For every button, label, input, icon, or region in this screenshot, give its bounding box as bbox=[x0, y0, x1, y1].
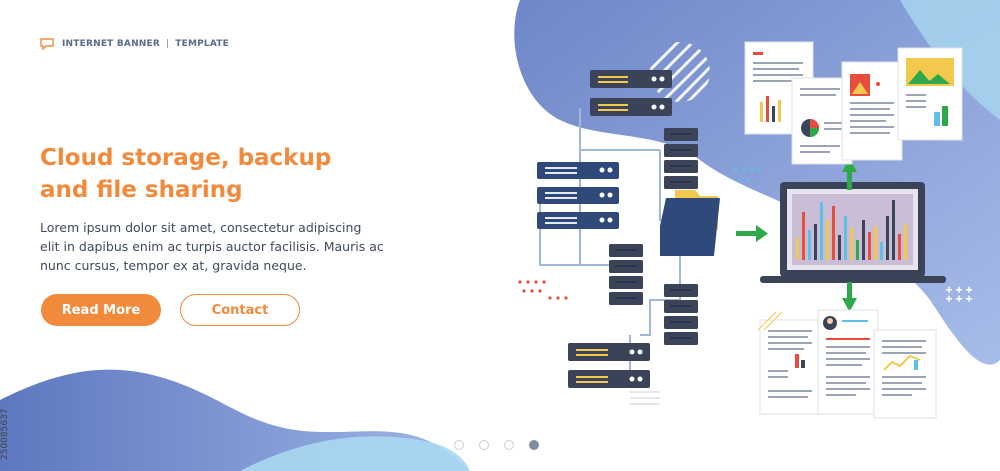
brand-name: INTERNET BANNER bbox=[62, 39, 161, 49]
document-icon bbox=[817, 309, 879, 415]
bottom-wave-light bbox=[240, 436, 470, 471]
server-icon bbox=[568, 343, 650, 388]
pagination-dot-3[interactable] bbox=[504, 440, 514, 450]
chat-icon bbox=[40, 38, 54, 50]
document-icon bbox=[873, 329, 937, 419]
read-more-button[interactable]: Read More bbox=[41, 294, 161, 326]
title-line-2: and file sharing bbox=[40, 177, 243, 203]
description-text: Lorem ipsum dolor sit amet, consectetur … bbox=[40, 218, 420, 275]
stock-id: 250085637 bbox=[0, 408, 10, 460]
server-icon bbox=[664, 284, 698, 345]
brand-template: TEMPLATE bbox=[175, 39, 229, 49]
decor-hatch bbox=[757, 311, 783, 331]
laptop-icon bbox=[760, 182, 946, 283]
decor-dots-blue bbox=[734, 168, 762, 182]
document-icon bbox=[759, 319, 821, 415]
brand-header: INTERNET BANNER | TEMPLATE bbox=[40, 38, 229, 50]
server-icon bbox=[537, 162, 619, 229]
cloud-storage-illustration bbox=[518, 41, 963, 419]
folder-icon bbox=[660, 190, 720, 256]
plus-pattern bbox=[946, 286, 972, 302]
document-icon bbox=[841, 61, 903, 161]
pagination-dot-2[interactable] bbox=[479, 440, 489, 450]
decor-lines bbox=[630, 391, 660, 405]
brand-separator: | bbox=[166, 39, 170, 49]
page-title: Cloud storage, backup and file sharing bbox=[40, 142, 440, 206]
pagination bbox=[454, 440, 539, 450]
server-icon bbox=[664, 128, 698, 189]
network-lines bbox=[539, 108, 681, 380]
title-line-1: Cloud storage, backup bbox=[40, 145, 332, 171]
arrow-icon bbox=[736, 225, 768, 242]
decor-dots-red bbox=[518, 280, 568, 300]
body-line-2: elit in dapibus enim ac turpis auctor fa… bbox=[40, 239, 384, 254]
body-line-1: Lorem ipsum dolor sit amet, consectetur … bbox=[40, 220, 362, 235]
server-icon bbox=[590, 70, 672, 116]
pagination-dot-1[interactable] bbox=[454, 440, 464, 450]
arrow-icon bbox=[842, 158, 857, 190]
body-line-3: nunc cursus, tempor ex at, gravida neque… bbox=[40, 258, 307, 273]
arrow-icon bbox=[842, 282, 857, 312]
document-icon bbox=[897, 47, 963, 141]
pagination-dot-4[interactable] bbox=[529, 440, 539, 450]
contact-button[interactable]: Contact bbox=[180, 294, 300, 326]
server-icon bbox=[609, 244, 643, 305]
